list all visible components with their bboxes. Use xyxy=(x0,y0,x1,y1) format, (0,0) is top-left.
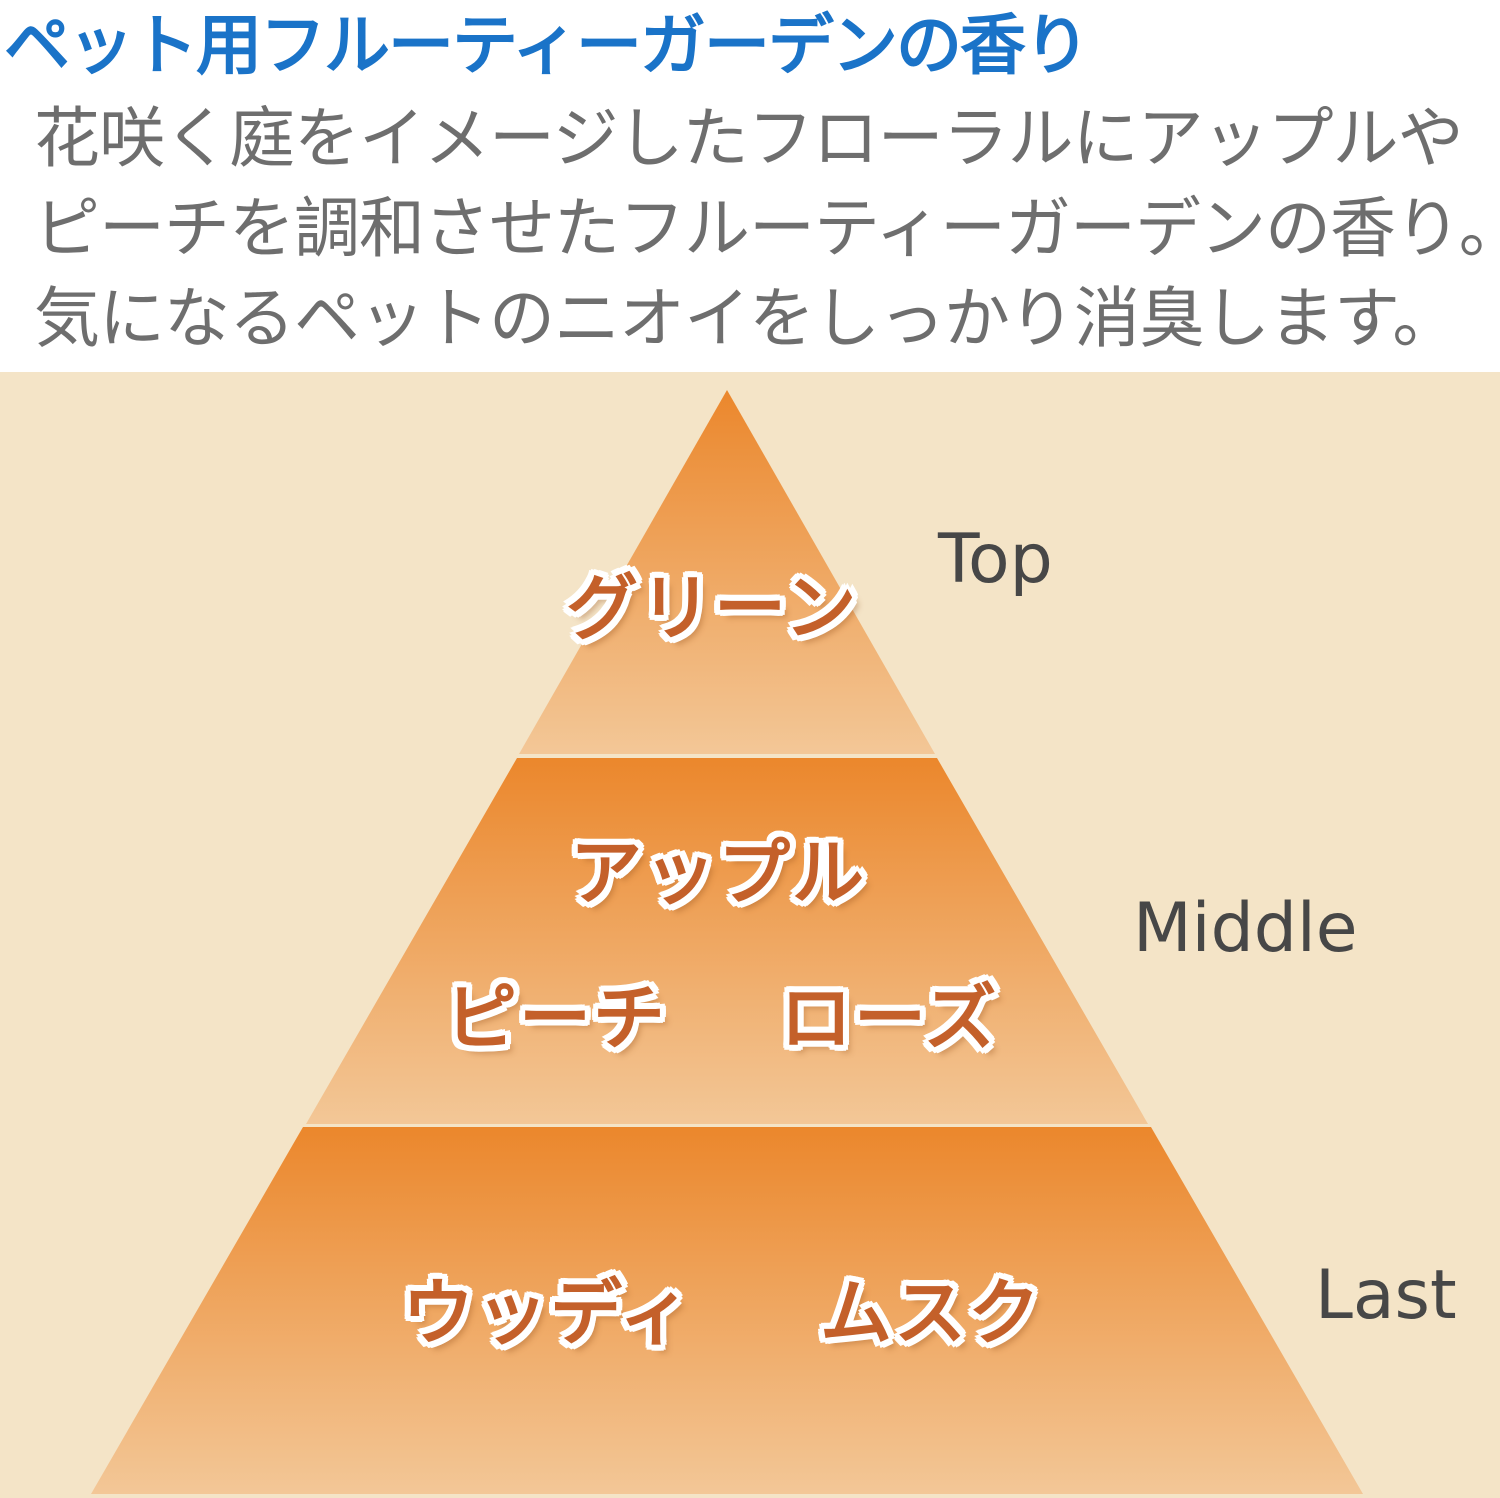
page-title: ペット用フルーティーガーデンの香り xyxy=(4,7,1090,84)
tier-label-middle: Middle xyxy=(1133,889,1358,968)
pyramid-tier-top xyxy=(519,390,935,754)
description-line-3: 気になるペットのニオイをしっかり消臭します。 xyxy=(34,280,1458,357)
note-green: グリーン xyxy=(566,566,859,650)
header: ペット用フルーティーガーデンの香り 花咲く庭をイメージしたフローラルにアップルや… xyxy=(0,0,1500,372)
fragrance-pyramid: Top Middle Last グリーン アップル ピーチ ローズ ウッディ ム… xyxy=(0,372,1500,1498)
tier-label-top: Top xyxy=(938,520,1053,599)
description-line-2: ピーチを調和させたフルーティーガーデンの香り。 xyxy=(34,190,1500,267)
pyramid-tier-middle xyxy=(306,758,1148,1124)
pyramid-tier-last xyxy=(91,1127,1363,1494)
description-line-1: 花咲く庭をイメージしたフローラルにアップルや xyxy=(34,100,1464,177)
description: 花咲く庭をイメージしたフローラルにアップルや ピーチを調和させたフルーティーガー… xyxy=(34,94,1500,364)
note-musk: ムスク xyxy=(820,1271,1043,1355)
tier-label-last: Last xyxy=(1315,1256,1457,1335)
note-rose: ローズ xyxy=(780,976,999,1060)
note-peach: ピーチ xyxy=(445,976,668,1060)
note-apple: アップル xyxy=(570,831,867,915)
note-woody: ウッディ xyxy=(402,1271,693,1355)
pyramid-graphic xyxy=(91,390,1363,1494)
